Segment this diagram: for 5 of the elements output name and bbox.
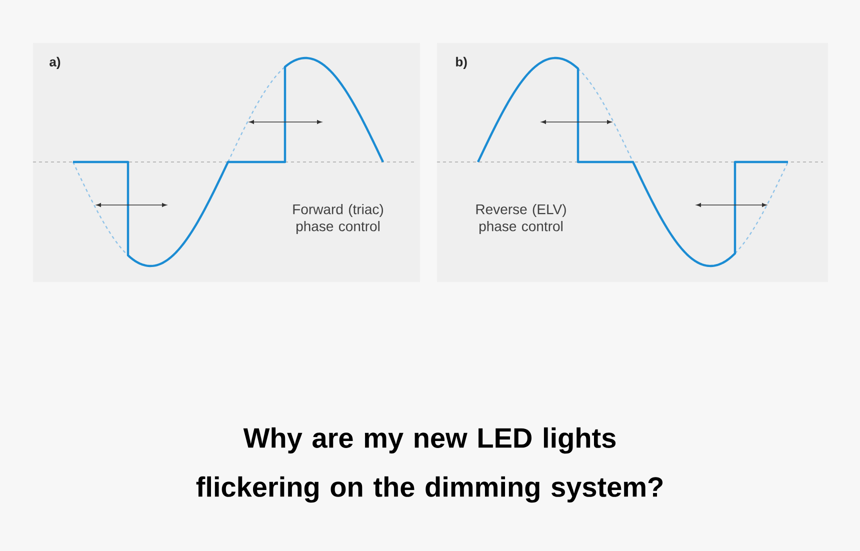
panel-description: Reverse (ELV) phase control [476, 204, 566, 234]
caption: Why are my new LED lights flickering on the dimming system? [196, 427, 663, 503]
panel-description: Forward (triac) phase control [293, 204, 384, 234]
panel-letter: a) [50, 56, 60, 70]
panel-letter: b) [456, 56, 467, 70]
